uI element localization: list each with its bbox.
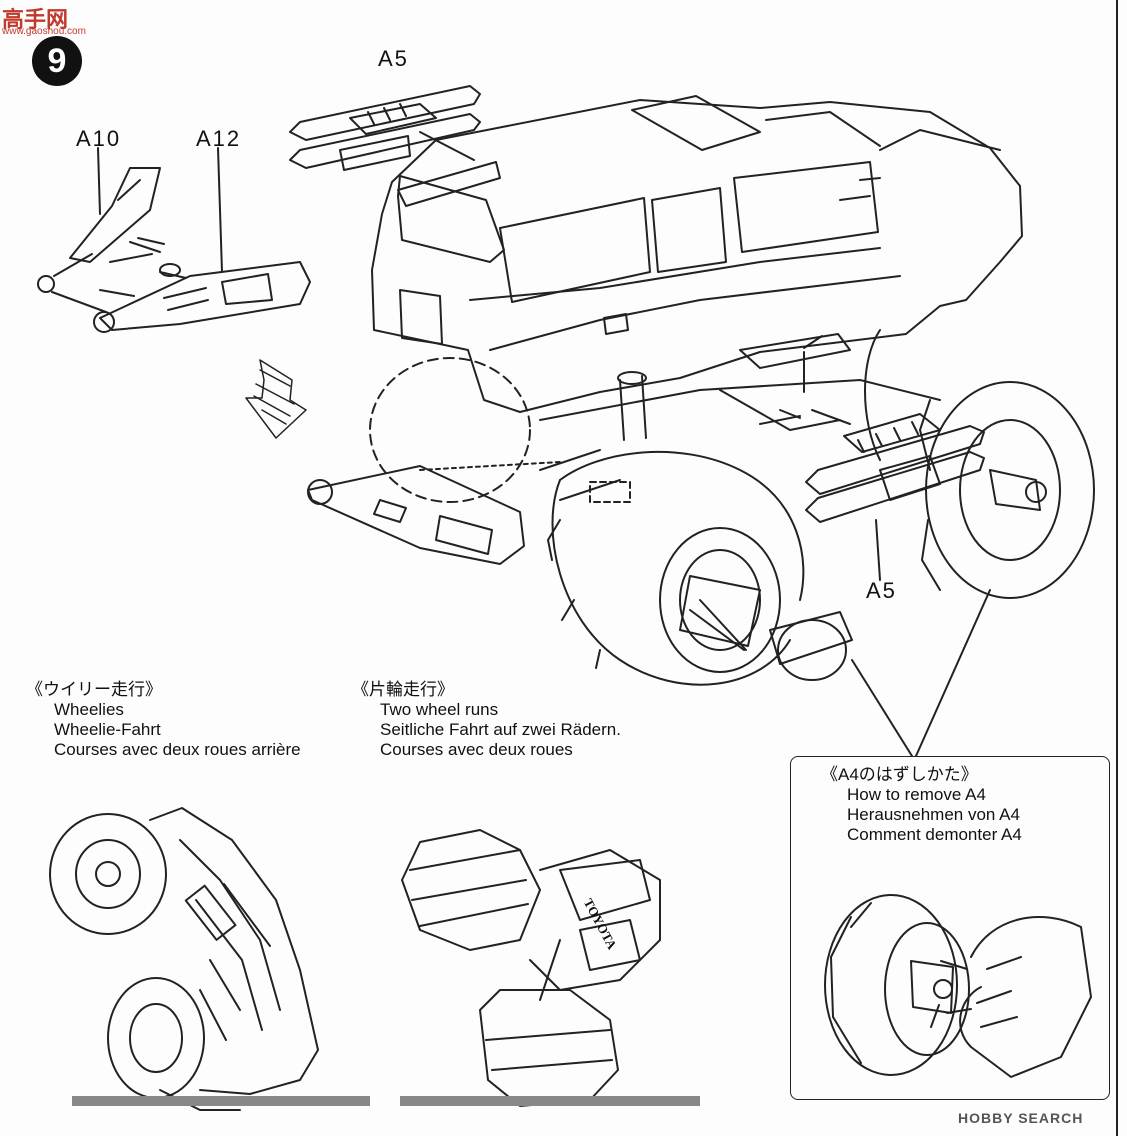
caption-wheelies-en: Wheelies xyxy=(54,700,124,719)
watermark-logo: 高手网 xyxy=(2,7,69,32)
two-wheel-truck-drawing xyxy=(401,829,661,1107)
caption-remove-a4-fr: Comment demonter A4 xyxy=(847,825,1022,844)
direction-arrow-icon xyxy=(245,359,307,439)
truck-body-drawing xyxy=(371,95,1023,413)
assembly-arrows xyxy=(99,253,851,651)
caption-wheelies: 《ウイリー走行》 Wheelies Wheelie-Fahrt Courses … xyxy=(26,680,301,760)
caption-remove-a4: 《A4のはずしかた》 How to remove A4 Herausnehmen… xyxy=(821,765,1022,845)
caption-remove-a4-jp: 《A4のはずしかた》 xyxy=(821,765,978,784)
part-label-a5-top: A5 xyxy=(378,46,409,71)
ground-line-two-wheel xyxy=(400,1096,700,1106)
wheel-center-drawing xyxy=(547,450,853,686)
caption-remove-a4-en: How to remove A4 xyxy=(847,785,986,804)
watermark-url: www.gaoshou.com xyxy=(2,26,86,37)
caption-two-wheel-de: Seitliche Fahrt auf zwei Rädern. xyxy=(380,720,621,739)
wheelie-truck-drawing xyxy=(49,807,319,1111)
watermark-hobbysearch: HOBBY SEARCH xyxy=(958,1110,1084,1126)
caption-wheelies-fr: Courses avec deux roues arrière xyxy=(54,740,301,759)
remove-a4-illustration xyxy=(824,894,1092,1078)
step-number-badge: 9 xyxy=(32,36,82,86)
caption-two-wheel: 《片輪走行》 Two wheel runs Seitliche Fahrt au… xyxy=(352,680,621,760)
part-label-a5-bottom: A5 xyxy=(866,578,897,603)
wheelie-bar-drawing xyxy=(307,461,561,565)
part-a5-bottom-drawing xyxy=(805,413,985,581)
chassis-drawing xyxy=(539,333,941,503)
wheel-front-left-drawing xyxy=(369,357,531,503)
caption-two-wheel-jp: 《片輪走行》 xyxy=(352,680,454,699)
caption-wheelies-de: Wheelie-Fahrt xyxy=(54,720,161,739)
part-label-a12: A12 xyxy=(196,126,242,151)
part-label-a10: A10 xyxy=(76,126,122,151)
ground-line-wheelie xyxy=(72,1096,370,1106)
page-border-right xyxy=(1116,0,1118,1136)
remove-a4-inset: 《A4のはずしかた》 How to remove A4 Herausnehmen… xyxy=(790,756,1110,1100)
part-a10-a12-drawing xyxy=(37,147,311,333)
caption-two-wheel-en: Two wheel runs xyxy=(380,700,499,719)
caption-wheelies-jp: 《ウイリー走行》 xyxy=(26,680,162,699)
part-a5-top-drawing xyxy=(289,85,481,171)
caption-remove-a4-de: Herausnehmen von A4 xyxy=(847,805,1020,824)
caption-two-wheel-fr: Courses avec deux roues xyxy=(380,740,573,759)
